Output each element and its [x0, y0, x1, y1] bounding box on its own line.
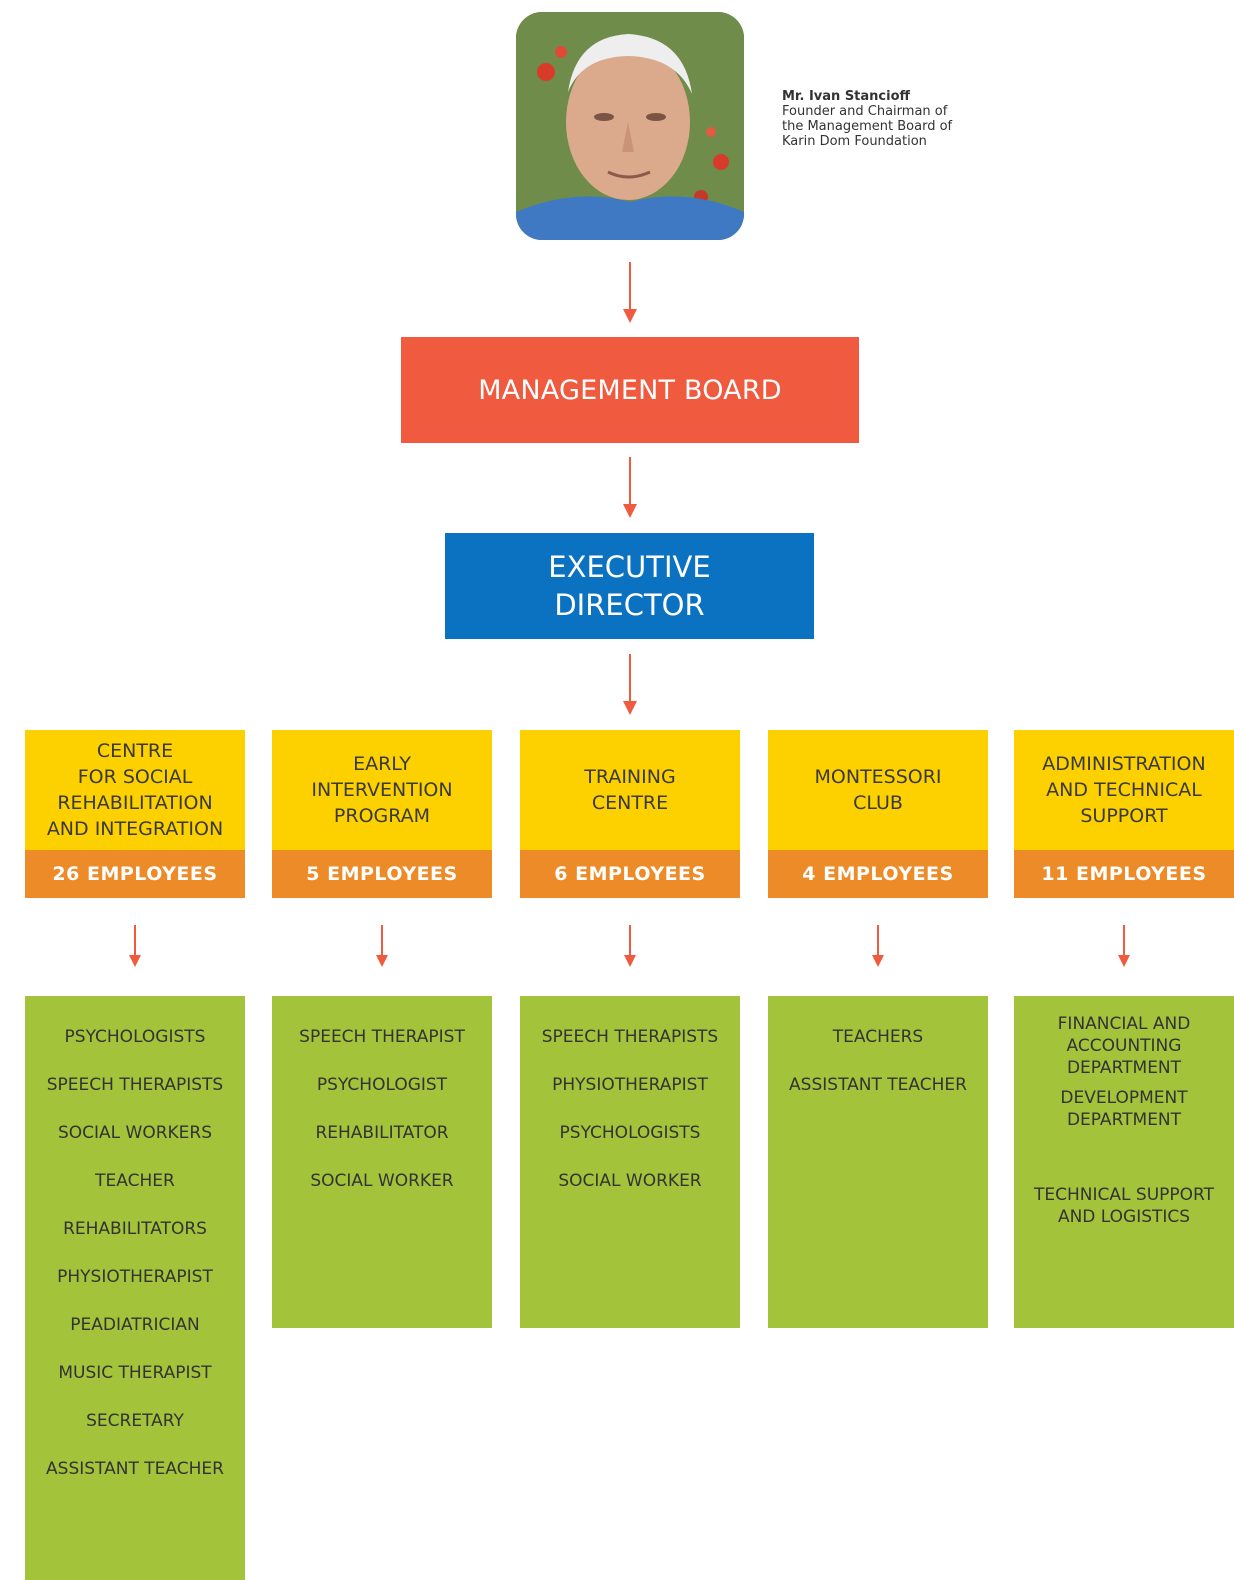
roles-panel: FINANCIAL AND ACCOUNTING DEPARTMENT DEVE… — [1014, 996, 1234, 1328]
arrow-down-icon — [127, 925, 143, 969]
role-item: ASSISTANT TEACHER — [789, 1075, 967, 1095]
department-name-line: MONTESSORI — [814, 766, 942, 788]
department-name-line: ADMINISTRATION — [1042, 753, 1206, 775]
role-item-line: DEPARTMENT — [1066, 1058, 1182, 1078]
department-name-line: AND TECHNICAL — [1046, 779, 1202, 801]
arrow-down-icon — [622, 654, 638, 716]
role-item: SECRETARY — [86, 1411, 184, 1431]
department-name-line: CENTRE — [96, 740, 174, 762]
founder-caption: Mr. Ivan Stancioff Founder and Chairman … — [782, 89, 1002, 149]
executive-director-box: EXECUTIVE DIRECTOR — [445, 533, 814, 639]
role-item: PSYCHOLOGIST — [316, 1075, 448, 1095]
department-name-line: AND INTEGRATION — [46, 818, 224, 840]
role-item: TEACHER — [95, 1171, 175, 1191]
department-header: ADMINISTRATION AND TECHNICAL SUPPORT — [1014, 730, 1234, 850]
employee-count-badge: 4 EMPLOYEES — [768, 850, 988, 898]
employee-count-badge: 5 EMPLOYEES — [272, 850, 492, 898]
role-item: TECHNICAL SUPPORT AND LOGISTICS — [1014, 1184, 1234, 1228]
employee-count-badge: 6 EMPLOYEES — [520, 850, 740, 898]
department-header: MONTESSORI CLUB — [768, 730, 988, 850]
role-item: SOCIAL WORKER — [558, 1171, 702, 1191]
role-item-line: ACCOUNTING — [1066, 1036, 1182, 1056]
role-item: SPEECH THERAPISTS — [541, 1027, 719, 1047]
department-name-line: CLUB — [853, 792, 903, 814]
department-header: TRAINING CENTRE — [520, 730, 740, 850]
role-item-line: FINANCIAL AND — [1057, 1014, 1191, 1034]
founder-title-line: the Management Board of — [782, 119, 953, 134]
employee-count: 26 EMPLOYEES — [52, 863, 218, 885]
role-item: ASSISTANT TEACHER — [46, 1459, 224, 1479]
department-name-line: EARLY — [353, 753, 411, 775]
arrow-down-icon — [622, 262, 638, 324]
role-item: REHABILITATOR — [315, 1123, 449, 1143]
arrow-down-icon — [1116, 925, 1132, 969]
role-item: PHYSIOTHERAPIST — [552, 1075, 708, 1095]
employee-count-badge: 11 EMPLOYEES — [1014, 850, 1234, 898]
management-board-box: MANAGEMENT BOARD — [401, 337, 859, 443]
employee-count: 4 EMPLOYEES — [802, 863, 954, 885]
role-item: FINANCIAL AND ACCOUNTING DEPARTMENT — [1014, 1013, 1234, 1087]
roles-panel: SPEECH THERAPISTS PHYSIOTHERAPIST PSYCHO… — [520, 996, 740, 1328]
role-item: SPEECH THERAPIST — [299, 1027, 465, 1047]
role-item: SOCIAL WORKER — [310, 1171, 454, 1191]
founder-photo — [516, 12, 744, 240]
role-item: SOCIAL WORKERS — [57, 1123, 213, 1143]
role-item: PSYCHOLOGISTS — [559, 1123, 701, 1143]
arrow-down-icon — [622, 457, 638, 519]
role-item-line: AND LOGISTICS — [1057, 1207, 1191, 1227]
arrow-down-icon — [622, 925, 638, 969]
roles-panel: SPEECH THERAPIST PSYCHOLOGIST REHABILITA… — [272, 996, 492, 1328]
employee-count: 5 EMPLOYEES — [306, 863, 458, 885]
executive-director-label: EXECUTIVE — [548, 550, 711, 584]
founder-name: Mr. Ivan Stancioff — [782, 89, 911, 104]
role-item: PEADIATRICIAN — [70, 1315, 200, 1335]
founder-title-line: Founder and Chairman of — [782, 104, 948, 119]
department-name-line: SUPPORT — [1080, 805, 1168, 827]
role-item-line: DEVELOPMENT — [1060, 1088, 1188, 1108]
roles-panel: PSYCHOLOGISTS SPEECH THERAPISTS SOCIAL W… — [25, 996, 245, 1580]
employee-count: 6 EMPLOYEES — [554, 863, 706, 885]
department-header: CENTRE FOR SOCIAL REHABILITATION AND INT… — [25, 730, 245, 850]
roles-panel: TEACHERS ASSISTANT TEACHER — [768, 996, 988, 1328]
department-name-line: FOR SOCIAL — [77, 766, 193, 788]
department-name-line: TRAINING — [584, 766, 676, 788]
department-name-line: CENTRE — [591, 792, 669, 814]
employee-count-badge: 26 EMPLOYEES — [25, 850, 245, 898]
department-name-line: REHABILITATION — [57, 792, 213, 814]
department-header: EARLY INTERVENTION PROGRAM — [272, 730, 492, 850]
role-item-line: TECHNICAL SUPPORT — [1034, 1185, 1214, 1205]
role-item-line: DEPARTMENT — [1066, 1110, 1182, 1130]
role-item: MUSIC THERAPIST — [58, 1363, 212, 1383]
employee-count: 11 EMPLOYEES — [1041, 863, 1207, 885]
department-name-line: PROGRAM — [333, 805, 431, 827]
arrow-down-icon — [870, 925, 886, 969]
role-item: REHABILITATORS — [63, 1219, 207, 1239]
arrow-down-icon — [374, 925, 390, 969]
department-name-line: INTERVENTION — [311, 779, 453, 801]
management-board-label: MANAGEMENT BOARD — [478, 374, 782, 406]
role-item: TEACHERS — [832, 1027, 924, 1047]
role-item: PSYCHOLOGISTS — [64, 1027, 206, 1047]
role-item: SPEECH THERAPISTS — [46, 1075, 224, 1095]
executive-director-label: DIRECTOR — [554, 588, 705, 622]
role-item: DEVELOPMENT DEPARTMENT — [1014, 1087, 1234, 1184]
role-item: PHYSIOTHERAPIST — [57, 1267, 213, 1287]
founder-title-line: Karin Dom Foundation — [782, 134, 927, 149]
